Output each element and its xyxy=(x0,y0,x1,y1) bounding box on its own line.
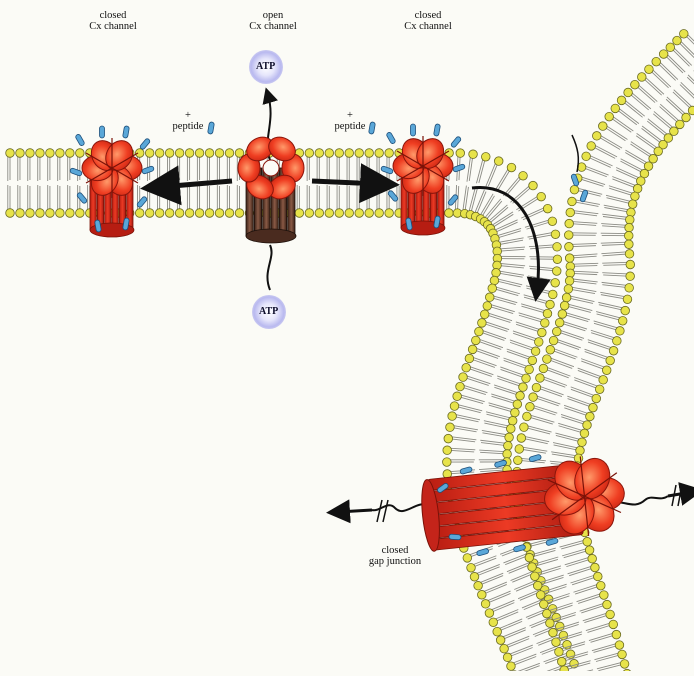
label-peptide-left: +peptide xyxy=(163,110,213,132)
closed-cx-channel-left xyxy=(70,126,155,237)
open-cx-channel-center xyxy=(238,132,304,243)
gap-arrow-left xyxy=(338,510,372,512)
atp-label-top: ATP xyxy=(256,61,275,72)
atp-label-bottom: ATP xyxy=(259,306,278,317)
gap-block-left xyxy=(377,500,388,522)
label-peptide-right: +peptide xyxy=(325,110,375,132)
atp-wave-bottom xyxy=(267,245,271,290)
closed-cx-channel-right xyxy=(381,124,466,235)
tick-mark xyxy=(572,135,578,172)
arrow-right-to-closed xyxy=(312,181,380,184)
arrow-left-to-closed xyxy=(160,181,232,187)
